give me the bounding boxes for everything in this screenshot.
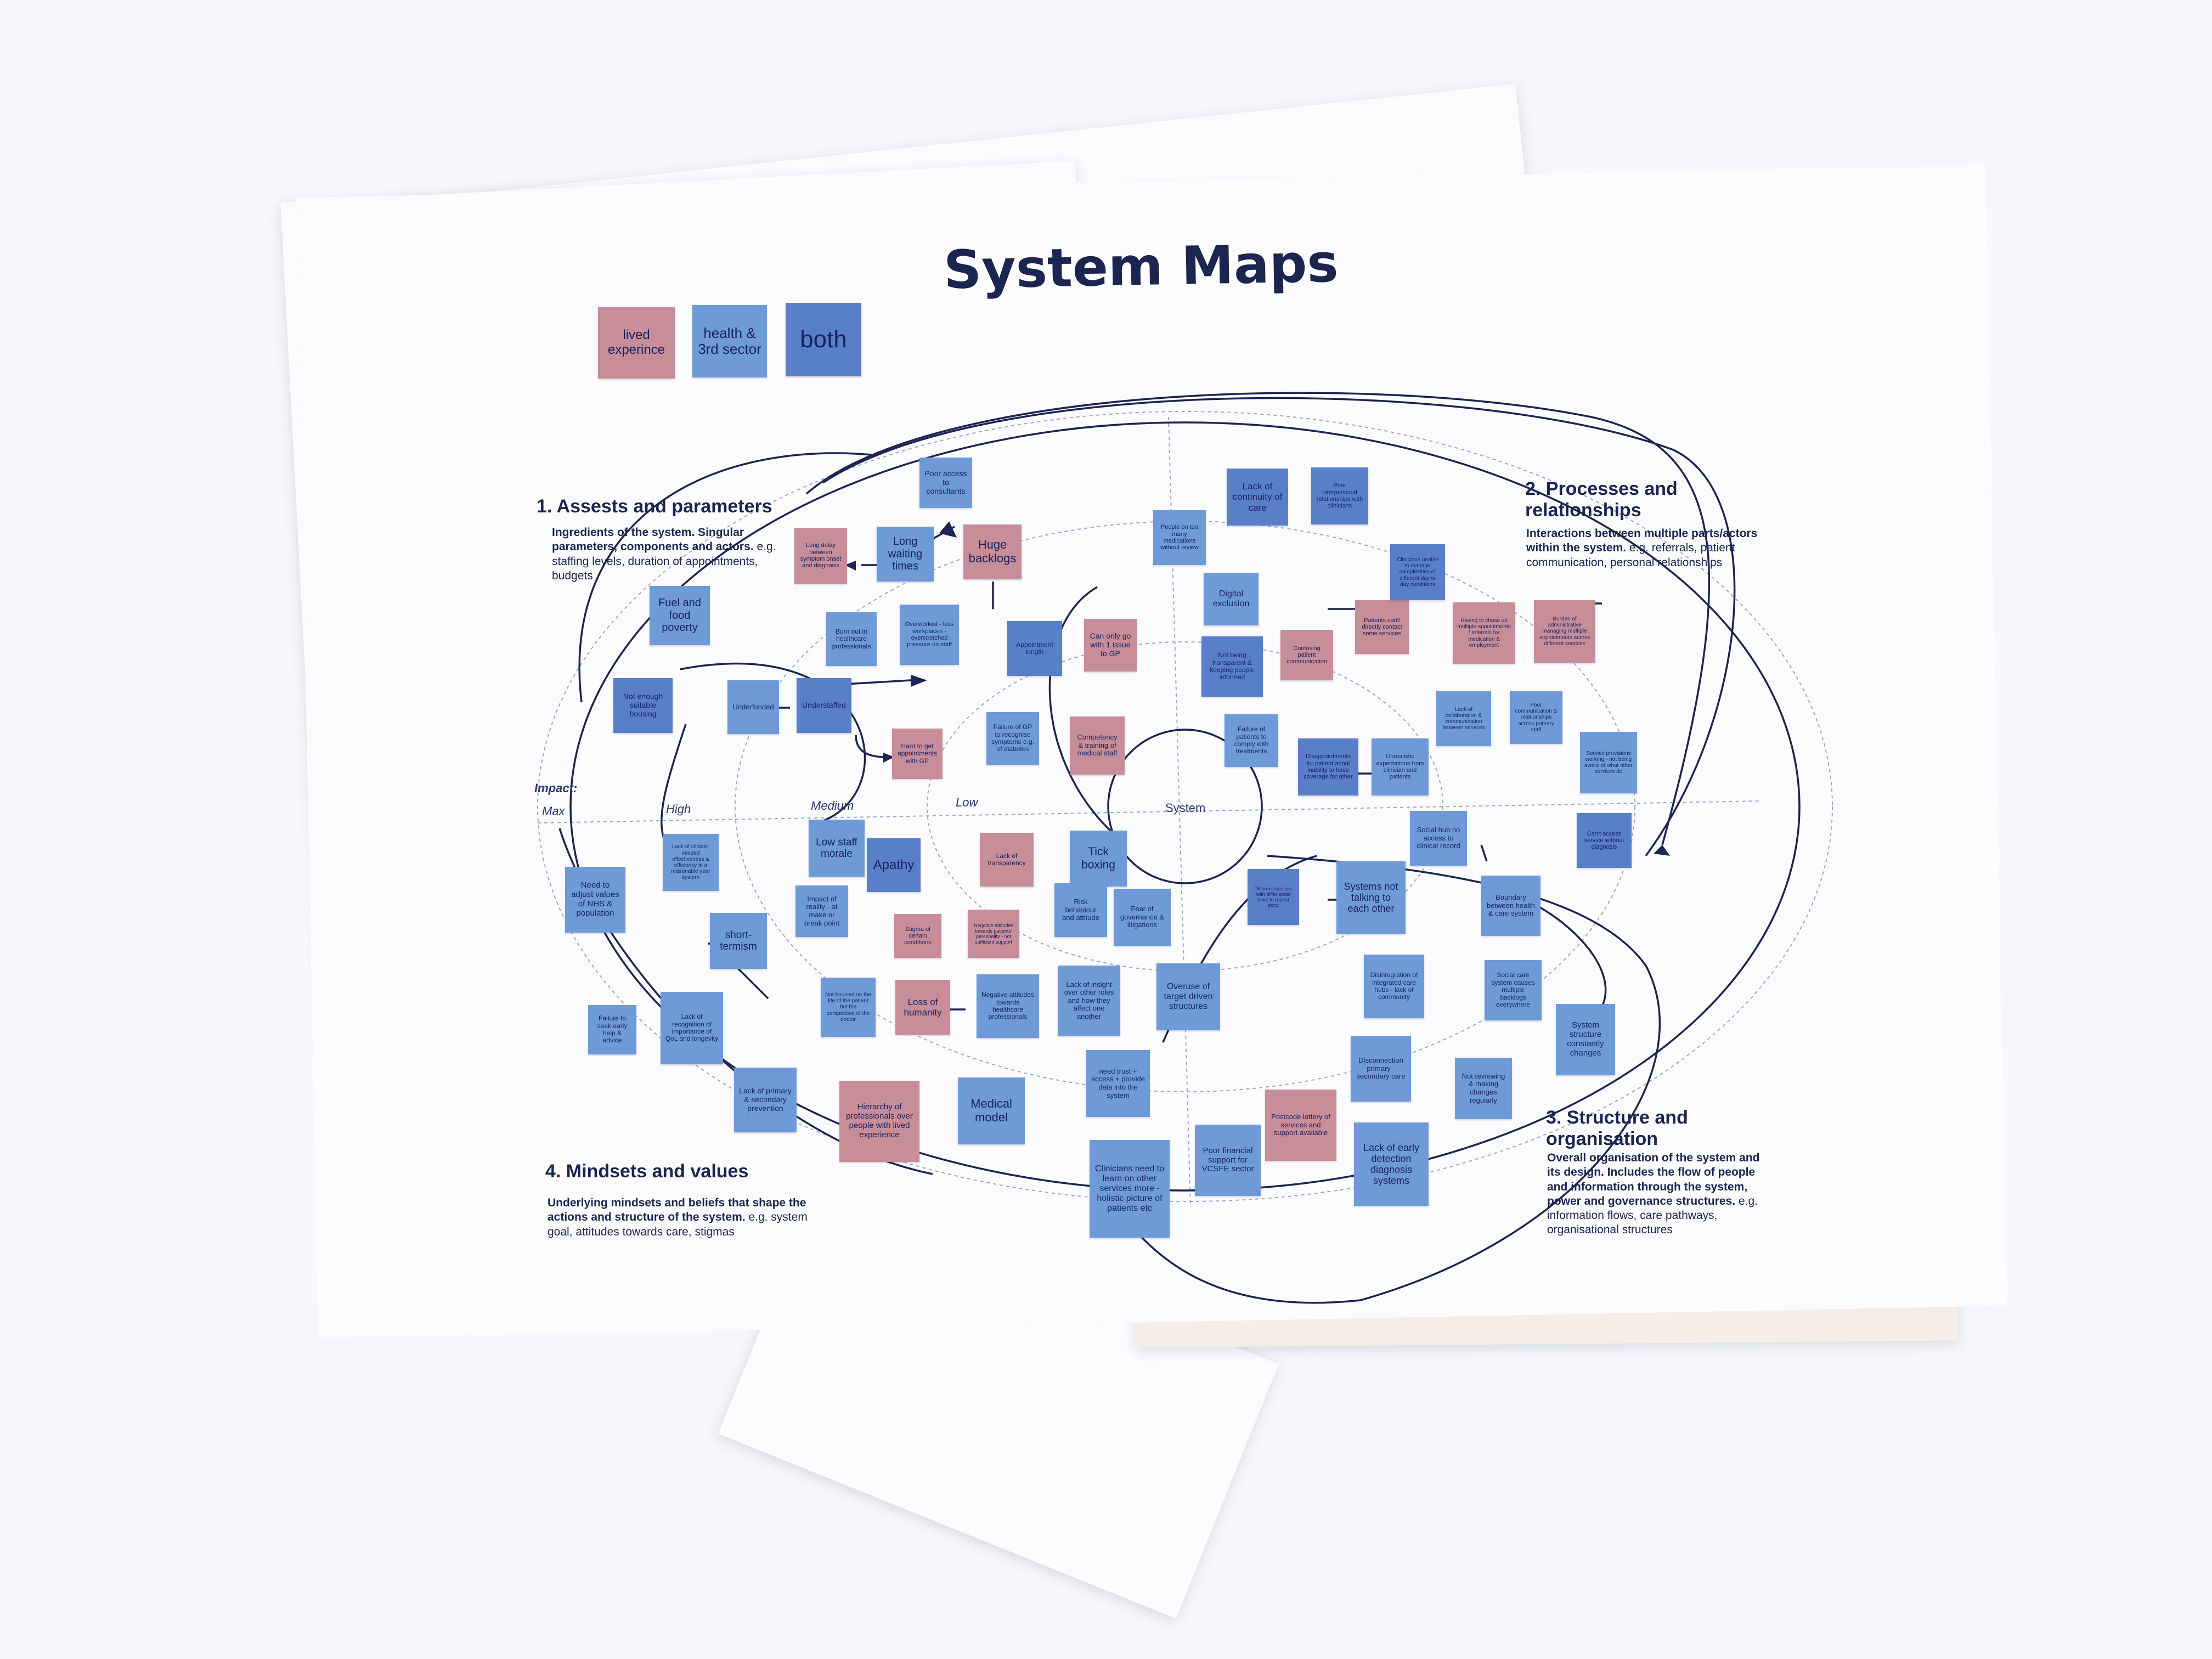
sticky-note: Lack of collaboration & communication be…	[1436, 691, 1491, 746]
sticky-note: Overworked - less workplaces - overstret…	[900, 605, 959, 665]
sticky-note: Appointment length	[1007, 621, 1062, 676]
sticky-note: Failure of patients to comply with treat…	[1224, 714, 1278, 767]
sticky-note: Digital exclusion	[1204, 573, 1259, 625]
sticky-note: Not focused on the life of the patient b…	[821, 978, 876, 1037]
sticky-note: Disconnection primary - secondary care	[1351, 1036, 1411, 1102]
section-2-title: 2. Processes and relationships	[1525, 478, 1678, 521]
sticky-note: Postcode lottery of services and support…	[1265, 1090, 1336, 1161]
sticky-note: Long waiting times	[877, 527, 934, 582]
impact-medium-label: Medium	[811, 799, 854, 812]
section-4-desc: e.g. system goal, attitudes towards care…	[548, 1211, 808, 1238]
sticky-note: Poor interpersonal relationships with cl…	[1311, 467, 1368, 524]
sticky-note: Failure of GP to recognise symptoms e.g.…	[986, 712, 1039, 765]
sticky-note: Not being transparent & keeping people i…	[1201, 636, 1263, 697]
impact-max-label: Max	[542, 804, 565, 818]
sticky-note: Loss of humanity	[895, 980, 950, 1035]
sticky-note: Boundary between health & care system	[1481, 876, 1541, 936]
section-2-desc-bold: Interactions between multiple parts/acto…	[1526, 527, 1758, 555]
section-3-desc-bold: Overall organisation of the system and i…	[1547, 1152, 1760, 1207]
legend-lived-experience: lived experince	[598, 307, 675, 379]
sticky-note: Medical model	[958, 1077, 1025, 1144]
sticky-note: Overuse of target driven structures	[1156, 963, 1220, 1030]
sticky-note: Clinicians need to learn on other servic…	[1090, 1140, 1170, 1238]
sticky-note: Clinicians unable to manage complexities…	[1390, 544, 1445, 600]
sticky-note: Lack of clinical-minded effectiveness & …	[663, 834, 719, 891]
legend-health-3rd-sector: health & 3rd sector	[692, 305, 767, 377]
sticky-note: Having to chase up multiple appointments…	[1453, 602, 1515, 664]
sticky-note: People on too many medications without r…	[1153, 510, 1206, 565]
impact-low-label: Low	[956, 795, 978, 809]
sticky-note: Underfunded	[727, 680, 779, 734]
sticky-note: Impact of reality - at make or break poi…	[795, 885, 848, 937]
impact-high-label: High	[666, 802, 691, 816]
section-1-desc: e.g. staffing levels, duration of appoin…	[552, 540, 776, 582]
sticky-note: Unrealistic expectations from clinician …	[1372, 738, 1429, 795]
sticky-note: Lack of recognition of importance of QoL…	[661, 992, 723, 1064]
section-4-description: Underlying mindsets and beliefs that sha…	[548, 1196, 833, 1239]
sticky-note: Low staff morale	[809, 820, 865, 877]
section-3-desc: e.g. information flows, care pathways, o…	[1547, 1194, 1758, 1237]
system-center-label: System	[1165, 801, 1206, 815]
section-2-description: Interactions between multiple parts/acto…	[1526, 527, 1762, 570]
sticky-note: Lack of primary & secondary prevention	[734, 1068, 797, 1132]
sticky-note: Failure to seek early help & advice	[588, 1005, 636, 1054]
sticky-note: Disappointments for patient about inabil…	[1298, 738, 1358, 795]
legend-both: both	[786, 303, 861, 376]
sticky-note: Lack of insight over other roles and how…	[1058, 966, 1120, 1036]
sticky-note: Risk behaviour and attitude	[1054, 883, 1107, 937]
sticky-note: Lack of continuity of care	[1227, 469, 1288, 526]
section-4-title: 4. Mindsets and values	[545, 1161, 749, 1182]
sticky-note: Hierarchy of professionals over people w…	[839, 1081, 919, 1162]
sticky-note: Huge backlogs	[963, 524, 1022, 579]
sticky-note: Poor access to consultants	[919, 458, 972, 508]
sticky-note: Understaffed	[797, 678, 851, 733]
sticky-note: Lack of transparency	[980, 833, 1034, 887]
sticky-note: Disintegration of integrated care hubs -…	[1364, 955, 1424, 1018]
sticky-note: Hard to get appointments with GP	[892, 729, 943, 779]
sticky-note: Negative attitudes towards patients' per…	[968, 910, 1019, 958]
sticky-note: Fuel and food poverty	[650, 586, 710, 645]
sticky-note: Social care system causes multiple backl…	[1485, 960, 1542, 1020]
sticky-note: System structure constantly changes	[1556, 1004, 1615, 1075]
sticky-note: Tick boxing	[1070, 831, 1127, 887]
sticky-note: Can't access service without diagnosis	[1577, 813, 1632, 868]
sticky-note: Service provisions working - not being a…	[1580, 732, 1637, 793]
sticky-note: Fear of governance & litigations	[1114, 889, 1171, 946]
sticky-note: Can only go with 1 issue to GP	[1084, 619, 1137, 672]
sticky-note: Not reviewing & making changes regularly	[1455, 1058, 1512, 1119]
section-4-desc-bold: Underlying mindsets and beliefs that sha…	[548, 1197, 806, 1224]
sticky-note: short-termism	[710, 913, 767, 969]
sticky-note: Social hub no access to clinical record	[1410, 811, 1467, 866]
sticky-note: Apathy	[867, 838, 921, 892]
section-1-title: 1. Assests and parameters	[537, 496, 772, 517]
impact-axis-label: Impact:	[534, 781, 578, 795]
sticky-note: Systems not talking to each other	[1336, 861, 1406, 934]
section-3-description: Overall organisation of the system and i…	[1547, 1151, 1767, 1238]
sticky-note: Patients can't directly contact some ser…	[1355, 600, 1409, 654]
sticky-note: Burden of administrative managing multip…	[1534, 600, 1595, 663]
section-3-title: 3. Structure and organisation	[1546, 1107, 1688, 1150]
sticky-note: Need to adjust values of NHS & populatio…	[565, 867, 625, 933]
sticky-note: Not enough suitable housing	[613, 678, 673, 733]
sticky-note: Competency & training of medical staff	[1070, 716, 1125, 775]
sticky-note: Stigma of certain conditions	[894, 914, 941, 958]
sticky-note: Long delay between symptom onset and dia…	[794, 528, 847, 584]
sticky-note: need trust + access + provide data into …	[1086, 1050, 1150, 1117]
section-1-description: Ingredients of the system. Singular para…	[552, 526, 793, 583]
section-1-desc-bold: Ingredients of the system. Singular para…	[552, 526, 754, 554]
sticky-note: Different services with differ spots hav…	[1248, 869, 1299, 925]
sticky-note: Negative attitudes towards healthcare pr…	[977, 974, 1039, 1038]
sticky-note: Lack of early detection diagnosis system…	[1354, 1122, 1429, 1206]
sticky-note: Poor financial support for VCSFE sector	[1195, 1125, 1261, 1196]
sticky-note: Burn out in healthcare professionals	[826, 612, 877, 666]
sticky-note: Poor communication & relationships acros…	[1510, 691, 1562, 744]
section-2-desc: e.g. referrals, patient communication, p…	[1526, 541, 1735, 569]
sticky-note: Confusing patient communication	[1280, 630, 1333, 680]
